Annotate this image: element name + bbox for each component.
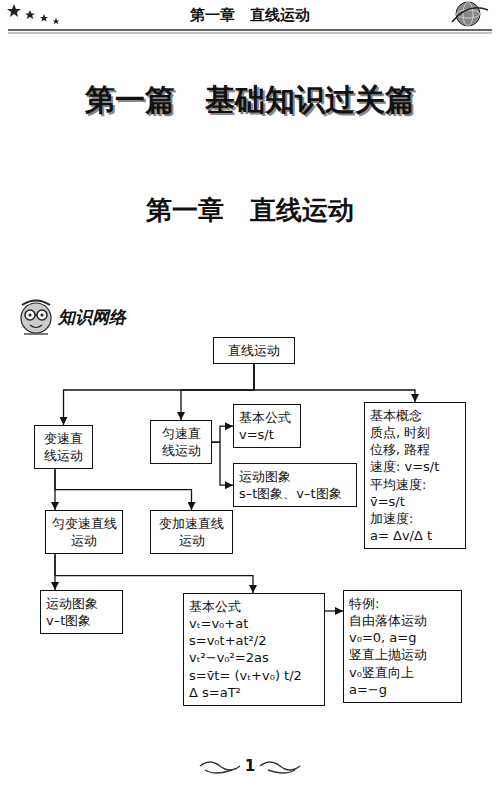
box-heading: 特例: bbox=[349, 595, 456, 612]
category-box: 变速直线运动 bbox=[34, 425, 93, 469]
special-case-box: 特例:自由落体运动v₀=0, a=g竖直上抛运动v₀竖直向上a=−g bbox=[343, 590, 462, 703]
cartoon-icon bbox=[21, 301, 51, 335]
concept-box: 基本概念质点, 时刻位移, 路程速度: v=s/t平均速度:v̄=s/t加速度:… bbox=[364, 402, 466, 549]
section-heading: 知识网络 bbox=[58, 306, 178, 329]
page-number: 1 bbox=[0, 757, 500, 775]
page-header: 第一章 直线运动 bbox=[0, 6, 500, 25]
section-title: 第一篇 基础知识过关篇 bbox=[0, 80, 500, 121]
box-text: 质点, 时刻 bbox=[370, 424, 460, 441]
box-heading: 运动图象 bbox=[46, 595, 117, 612]
box-text: a= Δv/Δ t bbox=[370, 527, 460, 544]
box-heading: 匀速直线运动 bbox=[156, 425, 206, 459]
box-text: 加速度: bbox=[370, 510, 460, 527]
box-heading: 变速直线运动 bbox=[40, 430, 87, 464]
box-heading: 变加速直线运动 bbox=[156, 515, 227, 549]
box-heading: 基本概念 bbox=[370, 407, 460, 424]
category-box: 匀变速直线运动 bbox=[45, 510, 123, 554]
header-globe-icon bbox=[452, 2, 488, 26]
box-heading: 匀变速直线运动 bbox=[51, 515, 117, 549]
category-box: 变加速直线运动 bbox=[150, 510, 233, 554]
box-text: 竖直上抛运动 bbox=[349, 646, 456, 663]
box-text: v=s/t bbox=[239, 426, 295, 443]
category-box: 匀速直线运动 bbox=[150, 420, 212, 464]
header-stars bbox=[7, 4, 59, 24]
box-text: v₀=0, a=g bbox=[349, 629, 456, 646]
box-text: v̄=s/t bbox=[370, 493, 460, 510]
connector-arrow bbox=[55, 469, 192, 510]
box-text: vₜ=v₀+at bbox=[189, 615, 319, 632]
box-heading: 直线运动 bbox=[219, 342, 289, 359]
box-text: 速度: v=s/t bbox=[370, 458, 460, 475]
formula-box: 基本公式v=s/t bbox=[233, 404, 301, 448]
box-text: v–t图象 bbox=[46, 612, 117, 629]
box-heading: 基本公式 bbox=[239, 409, 295, 426]
graph-box: 运动图象v–t图象 bbox=[40, 590, 123, 634]
box-text: 位移, 路程 bbox=[370, 441, 460, 458]
box-text: vₜ²−v₀²=2as bbox=[189, 649, 319, 666]
header-rule bbox=[8, 30, 492, 33]
box-text: s=v̄t= (vₜ+v₀) t/2 bbox=[189, 667, 319, 684]
formula-box: 基本公式vₜ=v₀+ats=v₀t+at²/2vₜ²−v₀²=2ass=v̄t=… bbox=[183, 593, 325, 706]
box-text: 平均速度: bbox=[370, 476, 460, 493]
topic-box: 直线运动 bbox=[213, 337, 295, 364]
box-text: v₀竖直向上 bbox=[349, 664, 456, 681]
box-heading: 基本公式 bbox=[189, 598, 319, 615]
box-text: 自由落体运动 bbox=[349, 612, 456, 629]
box-heading: 运动图象 bbox=[239, 468, 351, 485]
connector-arrow bbox=[64, 364, 255, 425]
chapter-title: 第一章 直线运动 bbox=[0, 193, 500, 228]
connector-arrow bbox=[325, 610, 343, 611]
box-text: a=−g bbox=[349, 681, 456, 698]
box-text: Δ s=aT² bbox=[189, 684, 319, 701]
connector-arrow bbox=[254, 364, 415, 402]
box-text: s=v₀t+at²/2 bbox=[189, 632, 319, 649]
box-text: s–t图象、v–t图象 bbox=[239, 485, 351, 502]
graph-box: 运动图象s–t图象、v–t图象 bbox=[233, 463, 357, 507]
connector-arrow bbox=[55, 554, 253, 593]
connector-arrow bbox=[212, 442, 233, 485]
connector-arrow bbox=[212, 426, 233, 442]
